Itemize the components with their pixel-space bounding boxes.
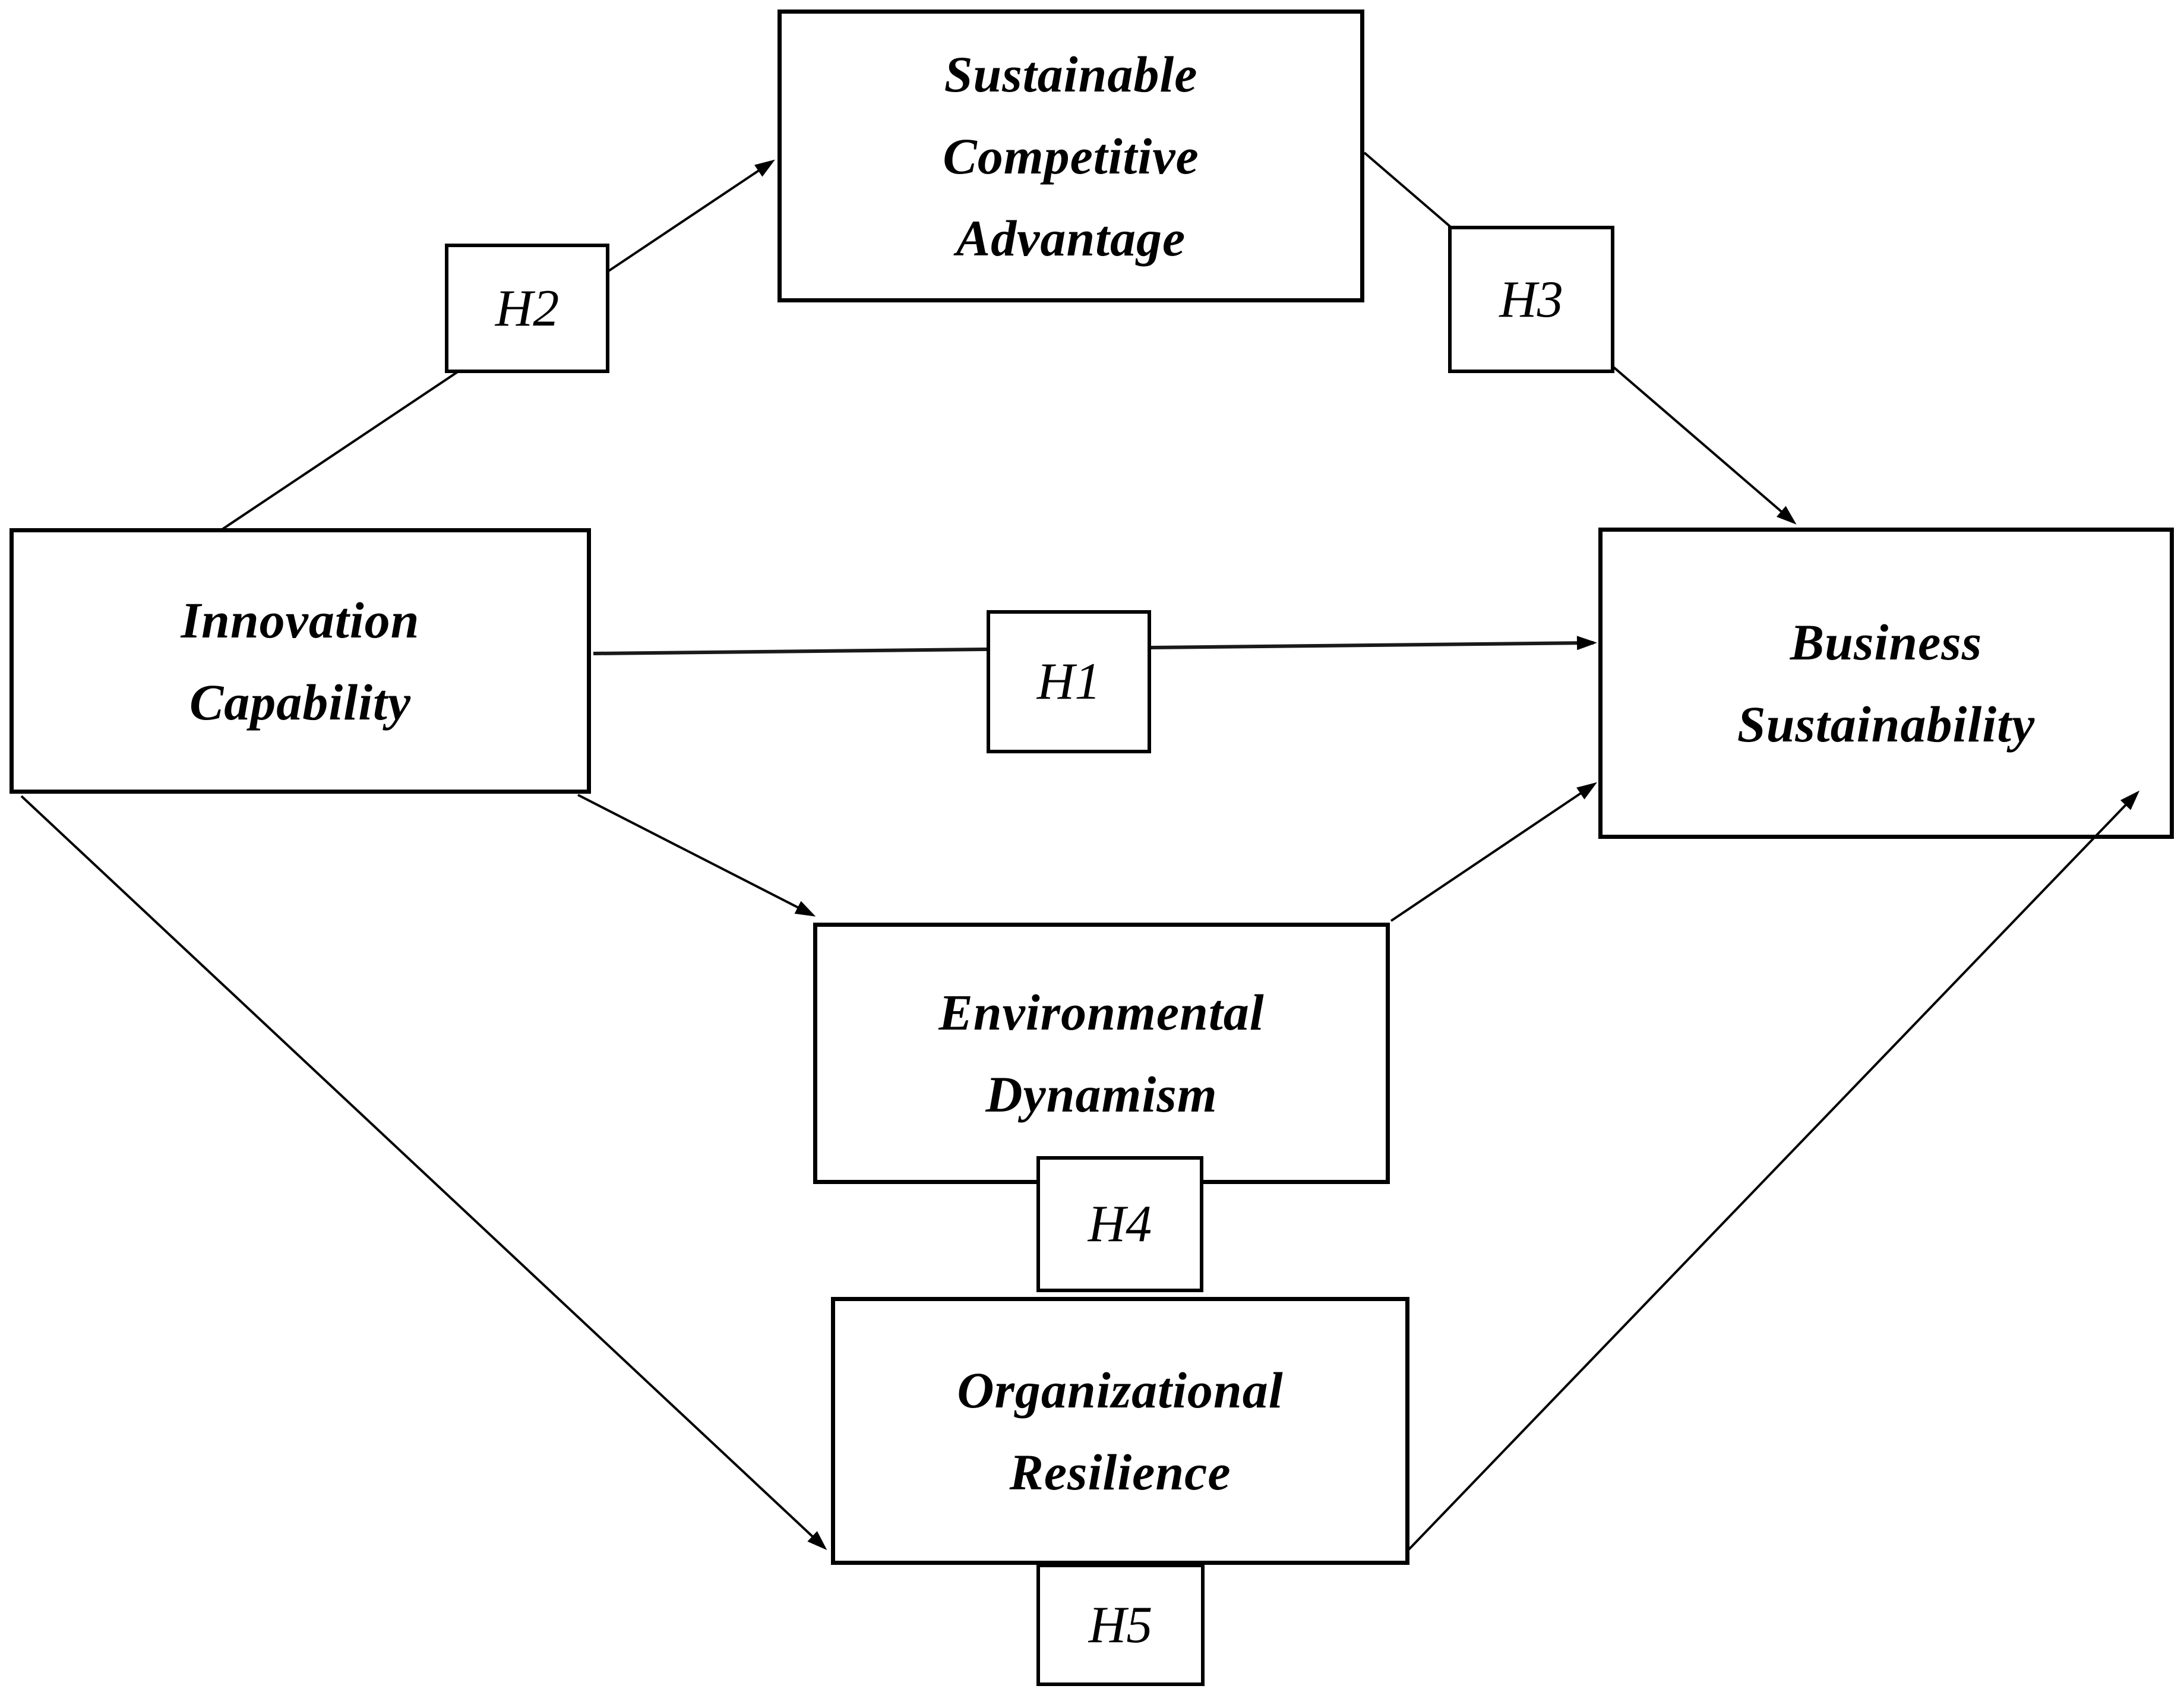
node-sustainable-competitive-advantage: Sustainable Competitive Advantage — [777, 10, 1364, 302]
label-line: Dynamism — [985, 1066, 1218, 1123]
label-line: Sustainability — [1737, 696, 2036, 753]
hypothesis-box-h3: H3 — [1448, 226, 1614, 373]
label-line: Competitive — [943, 127, 1199, 185]
label-line: Innovation — [181, 591, 420, 649]
arrow-or-to-bs — [1408, 790, 2140, 1551]
node-business-sustainability: Business Sustainability — [1598, 528, 2174, 839]
node-label-environmental-dynamism: Environmental Dynamism — [938, 971, 1264, 1135]
label-line: Environmental — [938, 984, 1265, 1041]
node-environmental-dynamism: Environmental Dynamism — [813, 923, 1390, 1184]
hypothesis-box-h2: H2 — [445, 244, 609, 373]
node-organizational-resilience: Organizational Resilience — [831, 1297, 1409, 1565]
label-line: Resilience — [1009, 1443, 1231, 1501]
label-line: Sustainable — [944, 45, 1198, 103]
node-label-innovation-capability: Innovation Capability — [181, 579, 420, 743]
hypothesis-label-h5: H5 — [1088, 1596, 1153, 1654]
hypothesis-box-h1: H1 — [987, 610, 1151, 753]
hypothesis-label-h4: H4 — [1088, 1195, 1152, 1253]
arrow-ic-to-or — [20, 795, 827, 1551]
label-line: Business — [1790, 614, 1983, 671]
hypothesis-box-h5: H5 — [1036, 1564, 1205, 1686]
label-line: Capability — [189, 673, 412, 731]
node-label-business-sustainability: Business Sustainability — [1737, 601, 2036, 765]
node-label-organizational-resilience: Organizational Resilience — [957, 1349, 1283, 1513]
arrow-ed-to-bs — [1390, 782, 1597, 922]
hypothesis-label-h3: H3 — [1499, 270, 1563, 329]
label-line: Organizational — [957, 1361, 1284, 1419]
node-innovation-capability: Innovation Capability — [10, 528, 591, 794]
hypothesis-label-h1: H1 — [1036, 653, 1101, 711]
hypothesis-label-h2: H2 — [495, 279, 560, 337]
label-line: Advantage — [956, 209, 1186, 267]
arrow-ic-to-ed — [577, 794, 816, 917]
node-label-sustainable-competitive-advantage: Sustainable Competitive Advantage — [943, 33, 1199, 279]
hypothesis-box-h4: H4 — [1036, 1156, 1203, 1292]
